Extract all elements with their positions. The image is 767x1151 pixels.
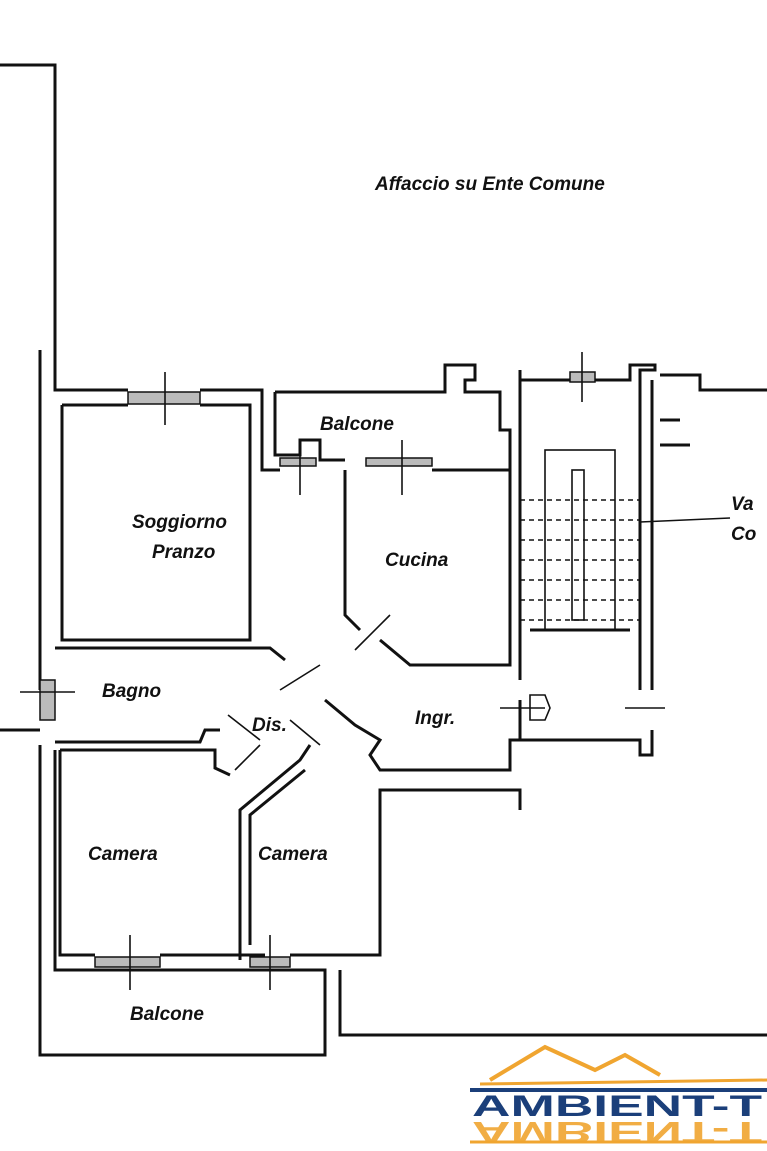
company-logo: AMBIENT-T AMBIENT-T [470,1044,767,1148]
room-pranzo: Pranzo [152,542,215,563]
room-ingr: Ingr. [415,708,455,729]
side-label-2: Co [731,524,756,545]
room-camera-left: Camera [88,844,158,865]
room-bagno: Bagno [102,681,161,702]
walls [0,63,767,1057]
staircase [520,449,731,631]
side-label-1: Va [731,494,754,515]
room-soggiorno: Soggiorno [132,512,227,533]
windows [39,371,596,968]
room-balcone-top: Balcone [320,414,394,435]
header-label: Affaccio su Ente Comune [374,174,605,195]
door-marks [20,352,665,990]
room-cucina: Cucina [385,550,449,571]
room-camera-right: Camera [258,844,328,865]
room-dis: Dis. [252,715,287,736]
room-labels: Affaccio su Ente Comune Balcone Soggiorn… [88,174,756,1025]
logo-text: AMBIENT-T [472,1090,762,1123]
room-balcone-bottom: Balcone [130,1004,204,1025]
